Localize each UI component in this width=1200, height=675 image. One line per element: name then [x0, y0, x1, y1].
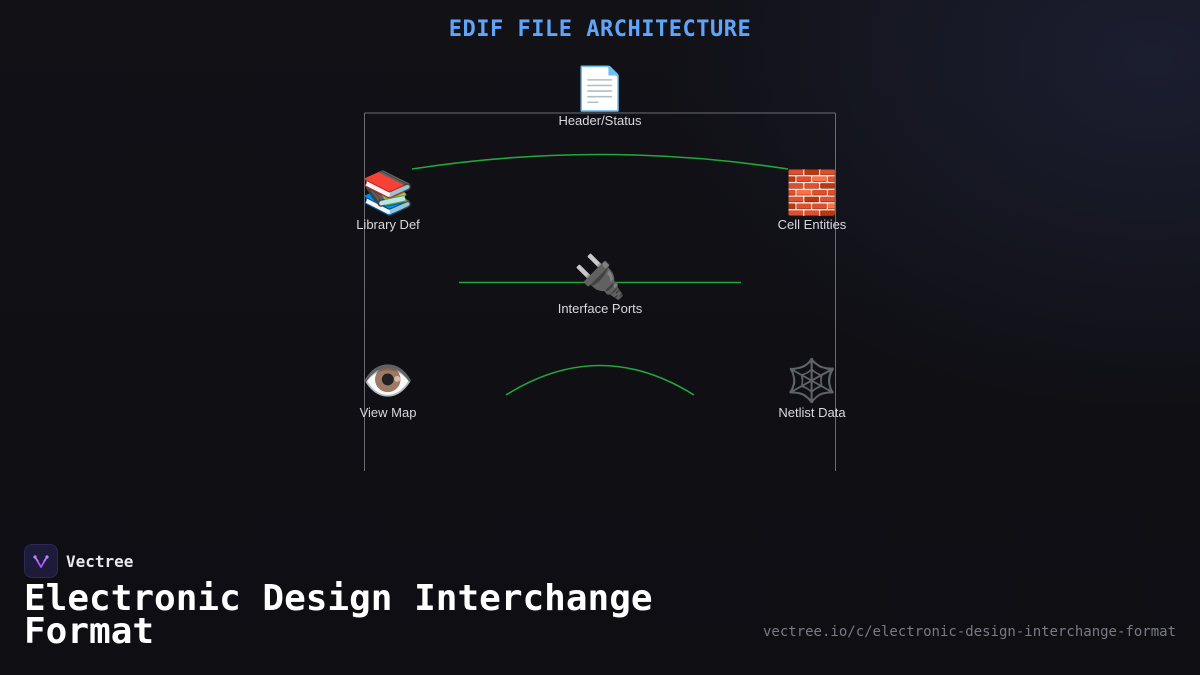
brand[interactable]: Vectree [24, 544, 133, 578]
page-title: Electronic Design Interchange Format [24, 578, 653, 652]
node-label: Header/Status [558, 113, 642, 128]
brand-name: Vectree [66, 551, 134, 571]
diagram-title: EDIF FILE ARCHITECTURE [448, 17, 752, 42]
node-label: View Map [359, 405, 417, 420]
node-netlist-data: 🕸️ Netlist Data [742, 358, 882, 420]
bricks-icon: 🧱 [785, 171, 839, 217]
plug-icon: 🔌 [573, 255, 627, 301]
node-label: Interface Ports [557, 301, 643, 316]
node-view-map: 👁️ View Map [318, 358, 458, 420]
document-icon: 📄 [573, 67, 627, 113]
page-url[interactable]: vectree.io/c/electronic-design-interchan… [762, 624, 1176, 640]
node-cell-entities: 🧱 Cell Entities [742, 170, 882, 232]
node-label: Netlist Data [778, 405, 846, 420]
vectree-logo-icon [24, 544, 58, 578]
node-interface-ports: 🔌 Interface Ports [530, 254, 670, 316]
connector-view-netlist [505, 364, 695, 396]
connector-library-cell [411, 153, 789, 170]
eye-icon: 👁️ [361, 359, 415, 405]
node-label: Cell Entities [777, 217, 847, 232]
books-icon: 📚 [361, 171, 415, 217]
node-label: Library Def [356, 217, 420, 232]
node-header-status: 📄 Header/Status [530, 66, 670, 128]
node-library-def: 📚 Library Def [318, 170, 458, 232]
web-icon: 🕸️ [785, 359, 839, 405]
